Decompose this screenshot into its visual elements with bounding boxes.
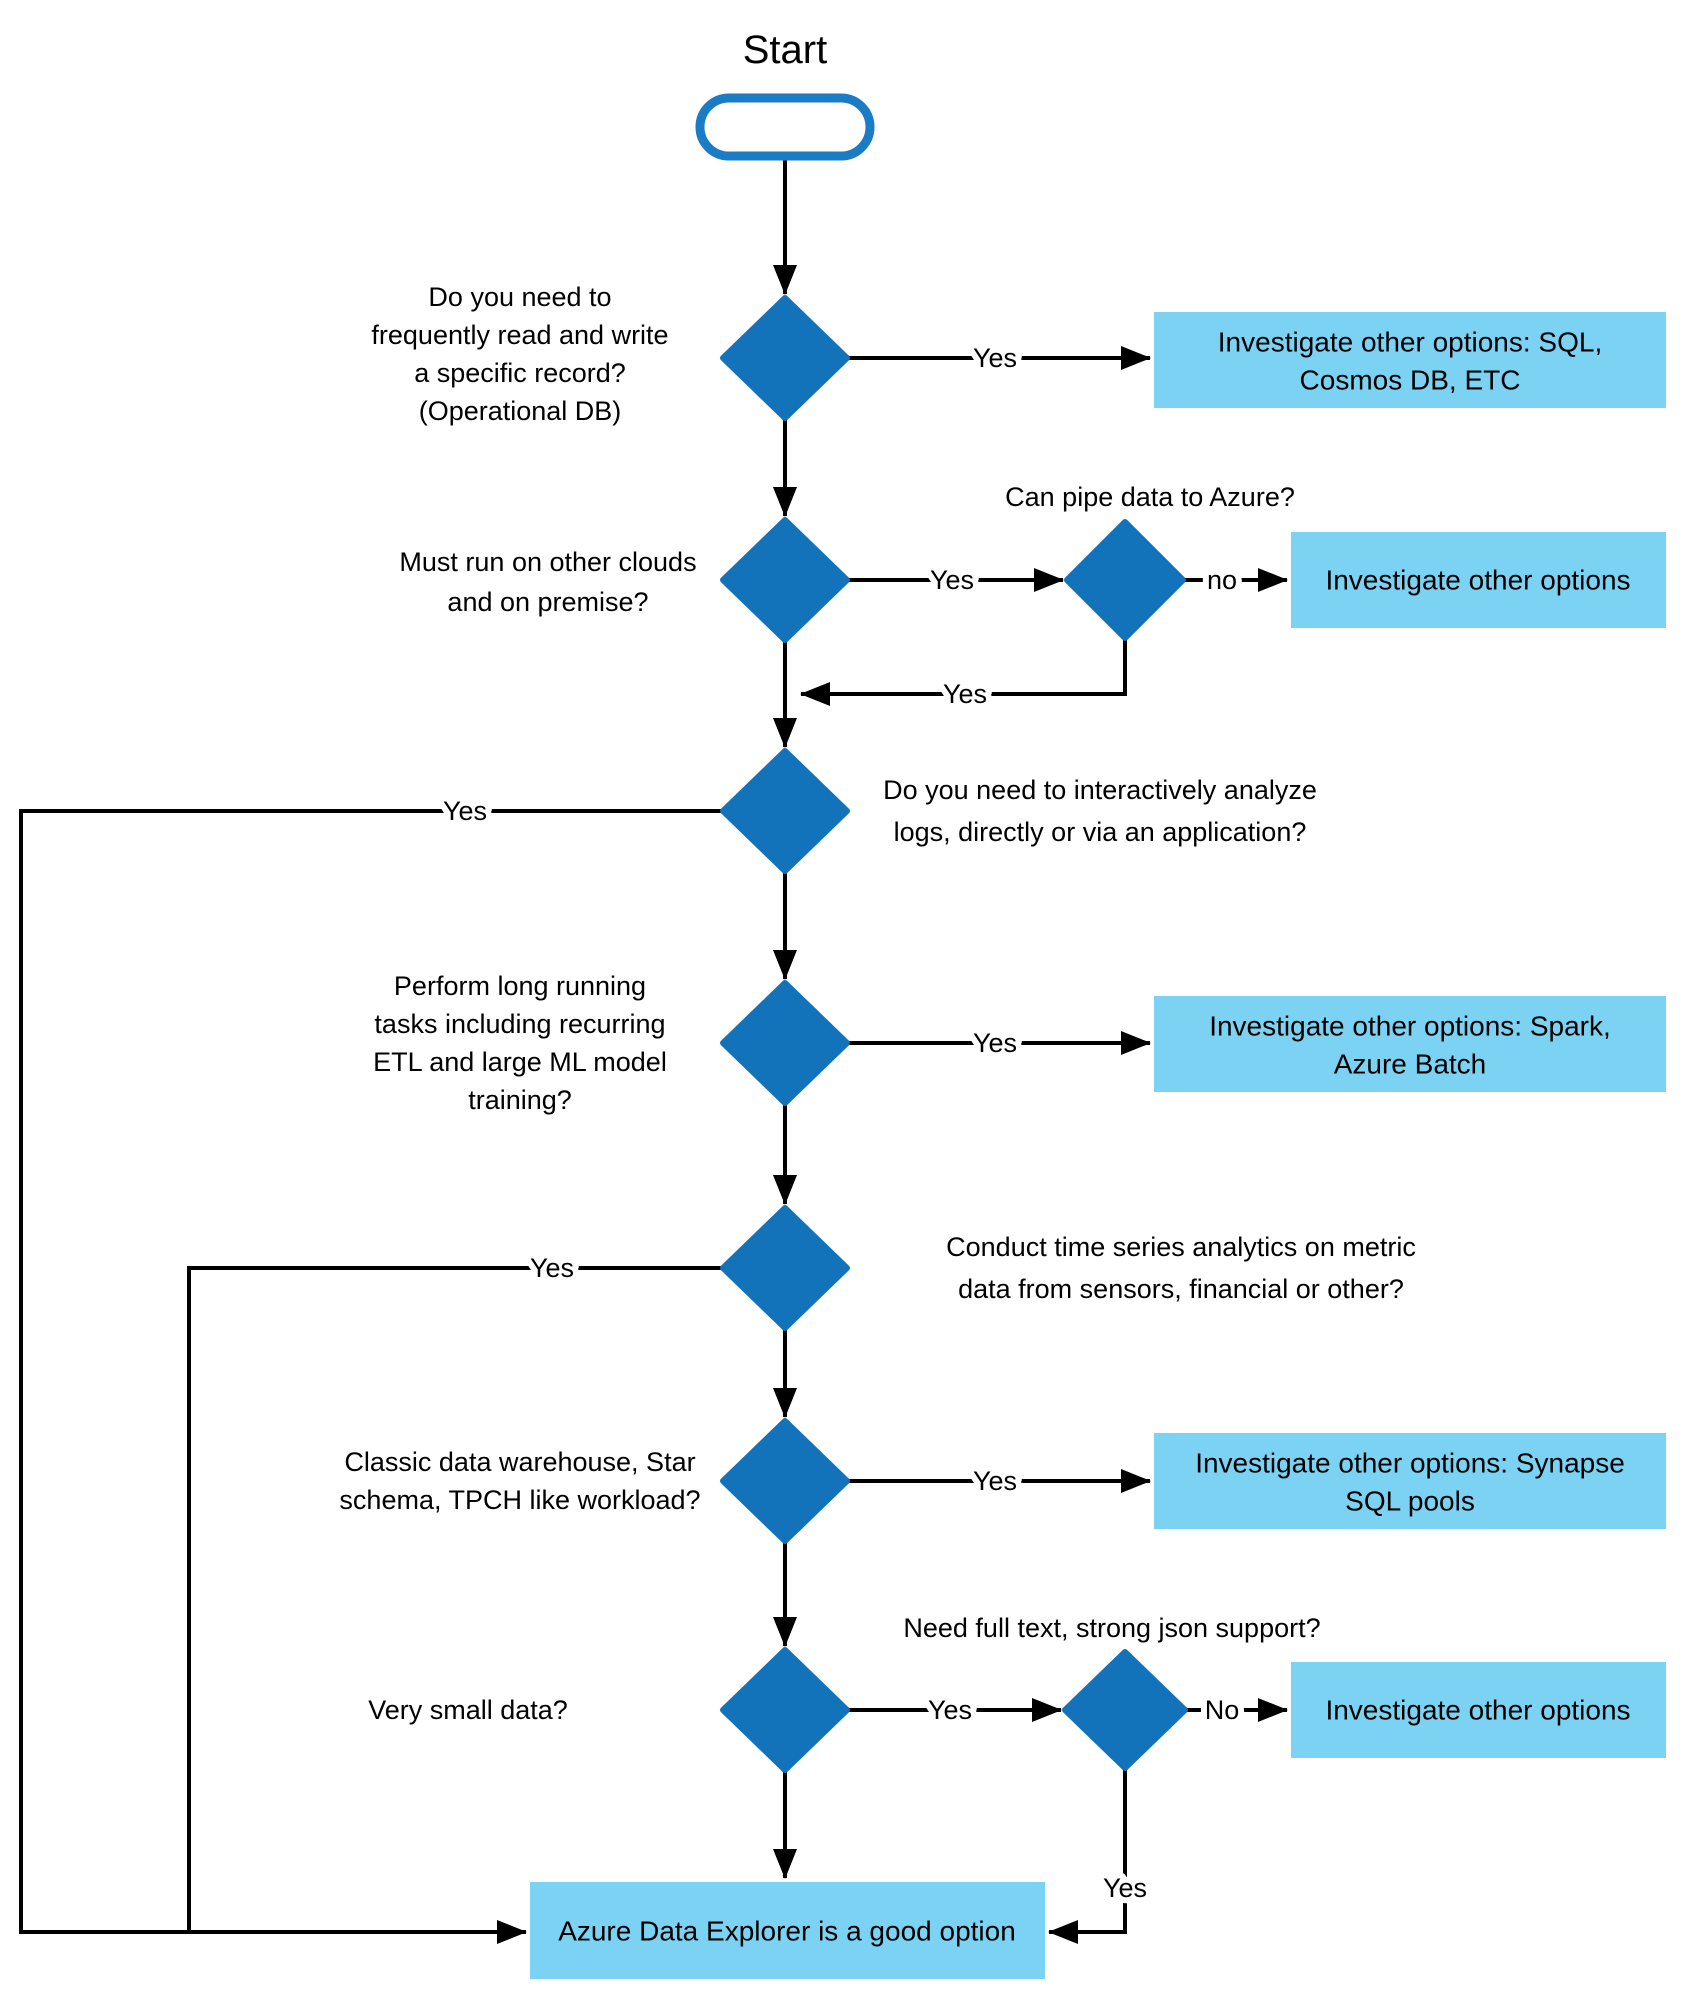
options-other-label: Investigate other options bbox=[1325, 565, 1630, 596]
question-line: tasks including recurring bbox=[374, 1009, 665, 1039]
question-line: Classic data warehouse, Star bbox=[344, 1447, 695, 1477]
connector-d5-result bbox=[187, 1266, 723, 1932]
decision-operational-db-diamond bbox=[720, 295, 850, 421]
decision-data-warehouse-diamond bbox=[720, 1418, 850, 1544]
options-spark-batch-box bbox=[1154, 996, 1666, 1092]
connector-d3-result bbox=[19, 809, 723, 1944]
question-line: Do you need to bbox=[428, 282, 611, 312]
box-line: Azure Batch bbox=[1334, 1049, 1487, 1080]
edge-label-d7b-no: No bbox=[1205, 1695, 1240, 1725]
options-spark-batch-label: Investigate other options: Spark, Azure … bbox=[1209, 1011, 1611, 1080]
question-line: and on premise? bbox=[447, 587, 648, 617]
edge-label-d2b-no: no bbox=[1207, 565, 1237, 595]
edge-label-d5-yes: Yes bbox=[530, 1253, 574, 1283]
question-line: a specific record? bbox=[414, 358, 626, 388]
edge-label-d3-yes: Yes bbox=[443, 796, 487, 826]
options-other-2-label: Investigate other options bbox=[1325, 1695, 1630, 1726]
edge-label-d7-yes: Yes bbox=[928, 1695, 972, 1725]
question-data-warehouse: Classic data warehouse, Star schema, TPC… bbox=[339, 1447, 700, 1515]
box-line: Investigate other options: Spark, bbox=[1209, 1011, 1611, 1042]
connector-d7b-result bbox=[1048, 1768, 1127, 1944]
question-line: schema, TPCH like workload? bbox=[339, 1485, 700, 1515]
edge-label-d7b-yes: Yes bbox=[1103, 1873, 1147, 1903]
question-line: Perform long running bbox=[394, 971, 646, 1001]
decision-other-clouds-diamond bbox=[720, 517, 850, 643]
question-pipe-data: Can pipe data to Azure? bbox=[1005, 482, 1295, 512]
question-time-series: Conduct time series analytics on metric … bbox=[946, 1232, 1416, 1304]
connector-d2b-merge bbox=[800, 638, 1127, 706]
options-synapse-label: Investigate other options: Synapse SQL p… bbox=[1195, 1448, 1625, 1517]
options-other-2-box bbox=[1291, 1662, 1666, 1758]
question-line: data from sensors, financial or other? bbox=[958, 1274, 1404, 1304]
decision-long-running-diamond bbox=[720, 980, 850, 1106]
decision-analyze-logs-diamond bbox=[720, 748, 850, 874]
edge-label-d1-yes: Yes bbox=[973, 343, 1017, 373]
options-other-box bbox=[1291, 532, 1666, 628]
edge-label-d2b-yes: Yes bbox=[943, 679, 987, 709]
options-sql-cosmos-label: Investigate other options: SQL, Cosmos D… bbox=[1218, 327, 1602, 396]
start-node bbox=[695, 93, 875, 161]
options-synapse-box bbox=[1154, 1433, 1666, 1529]
question-other-clouds: Must run on other clouds and on premise? bbox=[399, 547, 696, 617]
decision-small-data-diamond bbox=[720, 1647, 850, 1773]
question-full-text-json: Need full text, strong json support? bbox=[903, 1613, 1320, 1643]
box-line: Investigate other options: Synapse bbox=[1195, 1448, 1625, 1479]
box-line: SQL pools bbox=[1345, 1486, 1475, 1517]
question-long-running: Perform long running tasks including rec… bbox=[373, 971, 667, 1115]
result-adx-box bbox=[530, 1882, 1045, 1979]
question-line: training? bbox=[468, 1085, 572, 1115]
question-analyze-logs: Do you need to interactively analyze log… bbox=[883, 775, 1317, 847]
question-operational-db: Do you need to frequently read and write… bbox=[371, 282, 668, 426]
edge-label-d4-yes: Yes bbox=[973, 1028, 1017, 1058]
box-line: Cosmos DB, ETC bbox=[1300, 365, 1521, 396]
decision-time-series-diamond bbox=[720, 1205, 850, 1331]
edge-label-d2-yes: Yes bbox=[930, 565, 974, 595]
question-line: frequently read and write bbox=[371, 320, 668, 350]
question-line: (Operational DB) bbox=[419, 396, 622, 426]
question-line: Conduct time series analytics on metric bbox=[946, 1232, 1416, 1262]
question-line: Must run on other clouds bbox=[399, 547, 696, 577]
question-line: logs, directly or via an application? bbox=[894, 817, 1307, 847]
question-line: Do you need to interactively analyze bbox=[883, 775, 1317, 805]
decision-pipe-data-diamond bbox=[1064, 519, 1186, 641]
options-sql-cosmos-box bbox=[1154, 312, 1666, 408]
result-adx-label: Azure Data Explorer is a good option bbox=[558, 1916, 1016, 1947]
box-line: Investigate other options: SQL, bbox=[1218, 327, 1602, 358]
question-small-data: Very small data? bbox=[368, 1695, 568, 1725]
edge-label-d6-yes: Yes bbox=[973, 1466, 1017, 1496]
decision-full-text-json-diamond bbox=[1062, 1649, 1188, 1771]
start-label: Start bbox=[743, 28, 827, 72]
question-line: ETL and large ML model bbox=[373, 1047, 667, 1077]
